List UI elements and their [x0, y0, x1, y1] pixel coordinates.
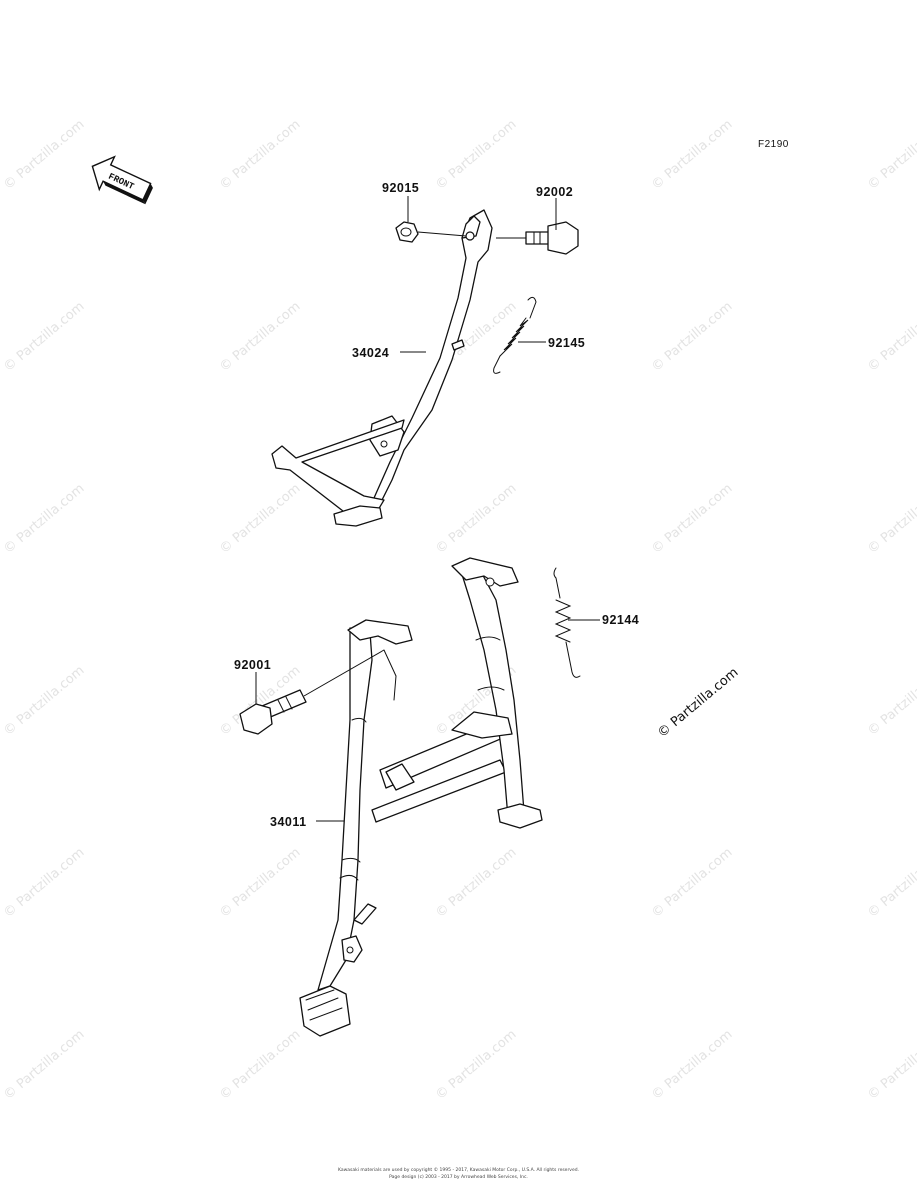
label-92015: 92015 [382, 181, 419, 195]
footer-line-2: Page design (c) 2003 - 2017 by Arrowhead… [389, 1175, 528, 1180]
copyright-notice: © Partzilla.com [655, 665, 741, 741]
watermark-text: © Partzilla.com [217, 481, 303, 557]
watermark-text: © Partzilla.com [649, 1027, 735, 1103]
watermark-text: © Partzilla.com [217, 1027, 303, 1103]
watermark-text: © Partzilla.com [865, 117, 917, 193]
watermark-text: © Partzilla.com [865, 1027, 917, 1103]
watermark-text: © Partzilla.com [649, 845, 735, 921]
watermark-text: © Partzilla.com [865, 663, 917, 739]
center-stand-34011 [299, 557, 543, 1037]
watermark-text: © Partzilla.com [649, 117, 735, 193]
spring-92145 [493, 296, 537, 374]
footer-line-1: Kawasaki materials are used by copyright… [337, 1168, 580, 1173]
front-arrow-icon: FRONT [91, 155, 153, 205]
label-92001: 92001 [234, 658, 271, 672]
watermark-text: © Partzilla.com [1, 845, 87, 921]
watermark-text: © Partzilla.com [217, 845, 303, 921]
watermark-text: © Partzilla.com [865, 299, 917, 375]
watermark-text: © Partzilla.com [433, 117, 519, 193]
part-labels: 92015 92002 34024 92145 92144 92001 3401… [234, 181, 639, 829]
leader-lines [255, 196, 600, 822]
watermark-text: © Partzilla.com [649, 299, 735, 375]
watermark-text: © Partzilla.com [433, 481, 519, 557]
label-92144: 92144 [602, 613, 639, 627]
figure-code: F2190 [758, 139, 789, 150]
nut-92015 [395, 221, 419, 243]
watermark-text: © Partzilla.com [1, 481, 87, 557]
watermark-text: © Partzilla.com [649, 481, 735, 557]
label-34011: 34011 [270, 815, 307, 829]
watermark-text: © Partzilla.com [865, 481, 917, 557]
watermark-text: © Partzilla.com [433, 1027, 519, 1103]
watermark-text: © Partzilla.com [1, 117, 87, 193]
label-92002: 92002 [536, 185, 573, 199]
watermark-text: © Partzilla.com [433, 845, 519, 921]
watermark-text: © Partzilla.com [1, 663, 87, 739]
watermark-text: © Partzilla.com [217, 299, 303, 375]
side-stand-34024 [271, 209, 493, 527]
watermark-grid: © Partzilla.com © Partzilla.com © Partzill… [1, 117, 917, 1103]
label-92145: 92145 [548, 336, 585, 350]
watermark-text: © Partzilla.com [865, 845, 917, 921]
watermark-text: © Partzilla.com [1, 1027, 87, 1103]
watermark-text: © Partzilla.com [1, 299, 87, 375]
bolt-92002 [525, 221, 579, 255]
label-34024: 34024 [352, 346, 389, 360]
spring-92144 [553, 567, 581, 678]
bolt-92001 [239, 689, 307, 735]
watermark-text: © Partzilla.com [217, 117, 303, 193]
